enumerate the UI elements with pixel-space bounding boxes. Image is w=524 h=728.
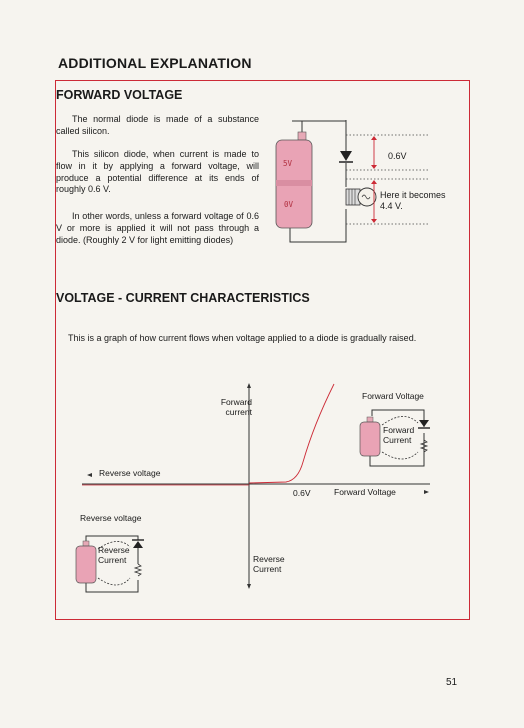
vi-characteristics-heading: VOLTAGE - CURRENT CHARACTERISTICS (56, 291, 310, 305)
lamp-voltage-label: Here it becomes 4.4 V. (380, 190, 446, 211)
battery-icon (359, 416, 381, 457)
paragraph-forward-voltage: This silicon diode, when current is made… (56, 149, 259, 195)
diode-icon (418, 420, 430, 429)
forward-voltage-heading: FORWARD VOLTAGE (56, 88, 183, 102)
resistor-icon (419, 439, 429, 453)
resistor-icon (133, 563, 143, 577)
reverse-inset-circuit (75, 535, 144, 593)
vi-graph (82, 383, 430, 589)
knee-voltage-label: 0.6V (293, 488, 311, 498)
page-title: ADDITIONAL EXPLANATION (58, 55, 252, 71)
forward-inset-current-label: Forward Current (383, 425, 415, 445)
bulb-icon (345, 187, 377, 207)
forward-inset-title: Forward Voltage (362, 391, 424, 401)
diode-drop-label: 0.6V (388, 151, 407, 161)
battery-icon (275, 131, 313, 229)
paragraph-threshold: In other words, unless a forward voltage… (56, 211, 259, 245)
explanation-box: FORWARD VOLTAGE The normal diode is made… (55, 80, 470, 620)
diode-icon (339, 151, 353, 163)
forward-voltage-axis-label: Forward Voltage (334, 487, 396, 497)
forward-voltage-circuit (275, 120, 428, 243)
paragraph-silicon: The normal diode is made of a substance … (56, 114, 259, 136)
battery-bottom-label: 0V (284, 200, 294, 209)
diode-icon (132, 539, 144, 548)
forward-current-curve (248, 383, 335, 484)
reverse-inset-title: Reverse voltage (80, 513, 142, 523)
reverse-voltage-axis-label: Reverse voltage (99, 468, 161, 478)
forward-current-axis-label: Forward current (220, 397, 252, 417)
reverse-current-axis-label: Reverse Current (253, 554, 285, 574)
page-number: 51 (446, 677, 458, 688)
vi-intro-text: This is a graph of how current flows whe… (68, 333, 417, 343)
reverse-inset-current-label: Reverse Current (98, 545, 130, 565)
battery-top-label: 5V (283, 159, 293, 168)
forward-inset-circuit (359, 409, 430, 467)
battery-icon (75, 540, 97, 584)
